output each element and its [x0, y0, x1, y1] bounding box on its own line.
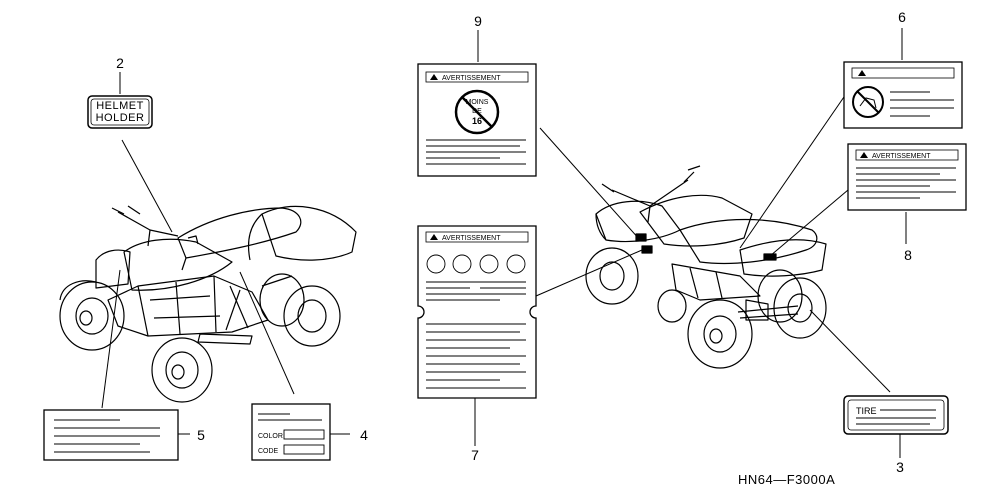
- no-under-16-icon: MOINS DE 16: [454, 89, 500, 135]
- label-5: [43, 409, 179, 461]
- callout-8: 8: [904, 247, 912, 263]
- label7-header: AVERTISSEMENT: [442, 235, 501, 242]
- warning-triangle-icon: [430, 234, 438, 240]
- color-code-label: COLOR CODE: [251, 403, 331, 461]
- helmet-label-line1: HELMET: [96, 100, 144, 112]
- tire-label-text: TIRE: [856, 406, 877, 416]
- no-sign-line2: DE: [472, 108, 482, 115]
- warning-triangle-icon: [858, 70, 866, 76]
- callout-5: 5: [197, 427, 205, 443]
- label-6: [843, 61, 963, 129]
- atv-left-illustration: [59, 205, 357, 403]
- callout-9: 9: [474, 13, 482, 29]
- no-sign-line3: 16: [472, 116, 482, 126]
- helmet-label-line2: HOLDER: [96, 112, 145, 124]
- diagram-code: HN64—F3000A: [738, 472, 835, 487]
- color-field-label: COLOR: [258, 433, 283, 440]
- label8-header: AVERTISSEMENT: [872, 153, 931, 160]
- leader-lines: [101, 28, 907, 458]
- no-sign-line1: MOINS: [466, 99, 489, 106]
- warning-triangle-icon: [860, 152, 868, 158]
- callout-2: 2: [116, 55, 124, 71]
- no-passenger-icon: [852, 86, 884, 118]
- label-8: AVERTISSEMENT: [847, 143, 967, 211]
- tire-label: TIRE: [843, 395, 949, 435]
- callout-4: 4: [360, 427, 368, 443]
- callout-7: 7: [471, 447, 479, 463]
- atv-right-illustration: [585, 165, 827, 369]
- helmet-holder-label: HELMET HOLDER: [87, 95, 153, 129]
- code-field-label: CODE: [258, 448, 279, 455]
- callout-3: 3: [896, 459, 904, 475]
- label9-header: AVERTISSEMENT: [442, 75, 501, 82]
- large-warning-label: AVERTISSEMENT: [417, 225, 537, 399]
- callout-6: 6: [898, 9, 906, 25]
- age-warning-label: AVERTISSEMENT MOINS DE 16: [417, 63, 537, 177]
- warning-triangle-icon: [430, 74, 438, 80]
